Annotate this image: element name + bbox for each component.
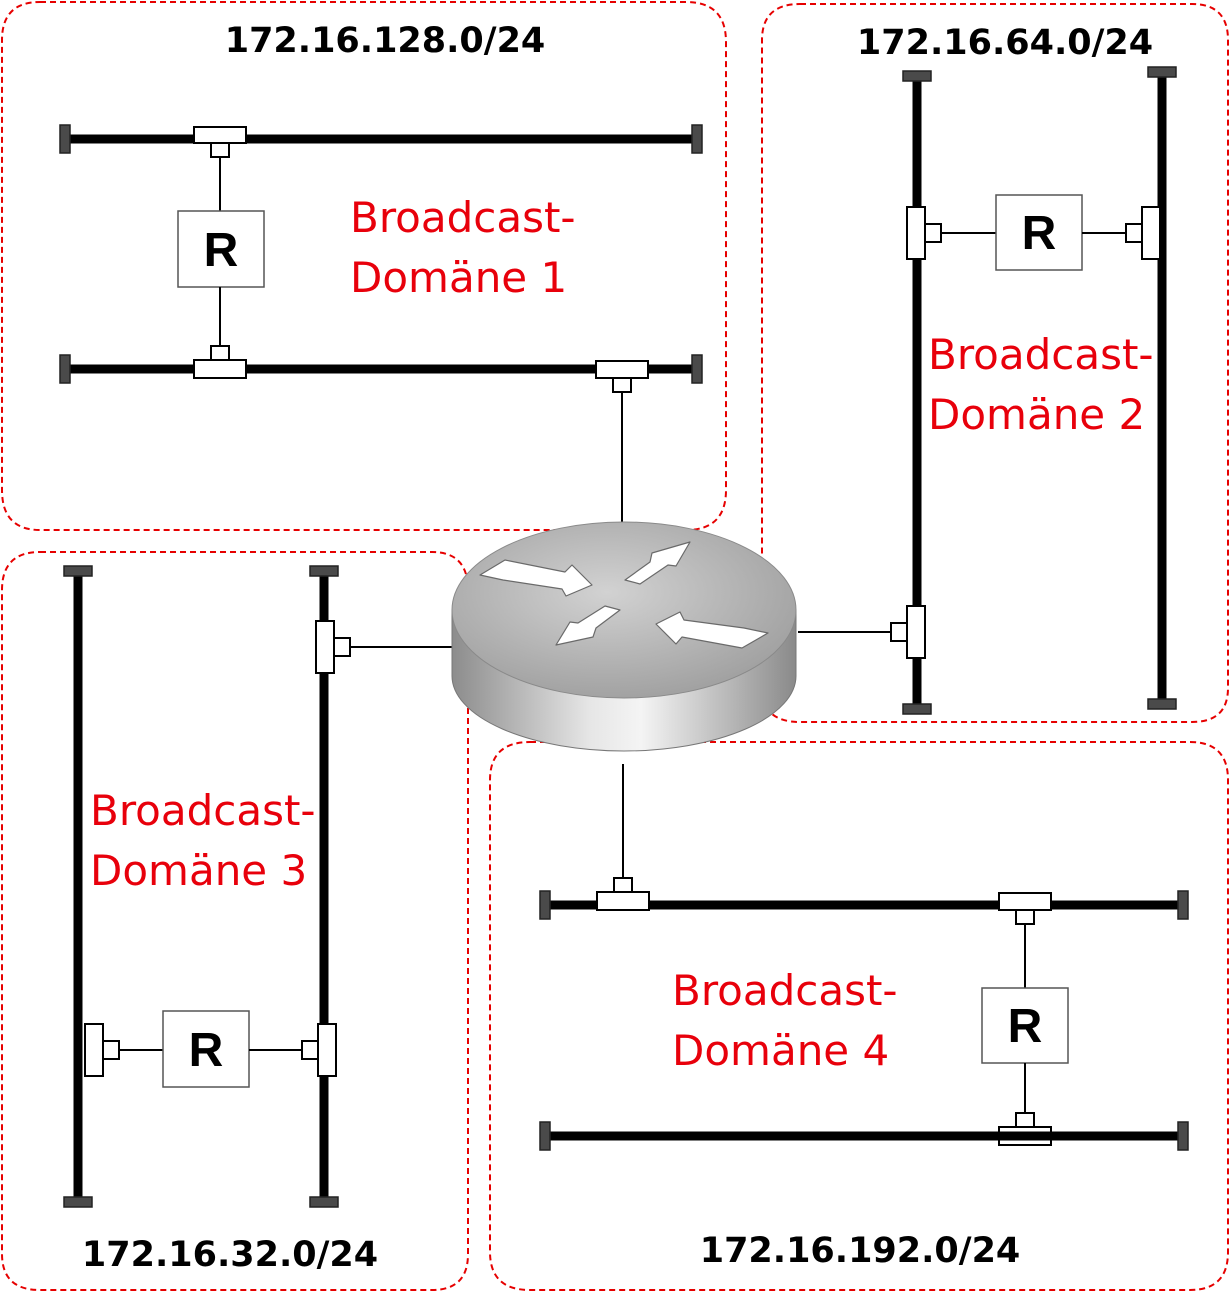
- bus-terminator: [1147, 698, 1177, 710]
- t-connector: [1015, 1112, 1035, 1128]
- bus-terminator: [1177, 1121, 1189, 1151]
- t-connector: [906, 605, 926, 659]
- region-border-domain-3: [1, 551, 469, 1291]
- bus-terminator: [1177, 890, 1189, 920]
- broadcast-domain-label: Broadcast-: [672, 966, 898, 1015]
- bus-terminator: [691, 354, 703, 384]
- repeater-label: R: [1022, 207, 1057, 260]
- t-connector: [84, 1023, 104, 1077]
- repeater-box: [981, 987, 1069, 1064]
- broadcast-domain-label: Broadcast-: [350, 193, 576, 242]
- repeater-label: R: [189, 1024, 224, 1077]
- broadcast-domain-label: Broadcast-: [90, 786, 316, 835]
- t-connector: [890, 622, 908, 642]
- broadcast-domain-label: Domäne 1: [350, 253, 567, 302]
- repeater-label: R: [1008, 1000, 1043, 1053]
- network-address-label: 172.16.32.0/24: [82, 1235, 378, 1275]
- domain-1-group: R 172.16.128.0/24 Broadcast- Domäne 1: [59, 21, 703, 526]
- bus-terminator: [902, 70, 932, 82]
- broadcast-domain-label: Domäne 3: [90, 846, 307, 895]
- t-connector: [193, 126, 247, 144]
- t-connector: [613, 877, 633, 893]
- t-connector: [595, 360, 649, 379]
- repeater-box: [162, 1010, 250, 1088]
- router-icon: [451, 521, 797, 752]
- bus-terminator: [539, 890, 551, 920]
- network-address-label: 172.16.192.0/24: [700, 1231, 1021, 1271]
- t-connector: [1125, 223, 1143, 243]
- bus-terminator: [539, 1121, 551, 1151]
- t-connector: [193, 359, 247, 379]
- region-border-domain-4: [489, 741, 1229, 1291]
- bus-terminator: [309, 1196, 339, 1208]
- domain-4-group: R 172.16.192.0/24 Broadcast- Domäne 4: [539, 764, 1189, 1271]
- bus-terminator: [1147, 66, 1177, 78]
- bus-terminator: [59, 124, 71, 154]
- t-connector: [301, 1040, 319, 1060]
- bus-terminator: [691, 124, 703, 154]
- network-address-label: 172.16.128.0/24: [225, 21, 546, 61]
- bus-terminator: [63, 565, 93, 577]
- broadcast-domain-label: Domäne 4: [672, 1026, 889, 1075]
- broadcast-domain-label: Broadcast-: [928, 330, 1154, 379]
- t-connector: [315, 620, 335, 674]
- t-connector: [102, 1040, 120, 1060]
- t-connector: [998, 892, 1052, 911]
- bus-terminator: [902, 703, 932, 715]
- t-connector: [924, 223, 942, 243]
- t-connector: [210, 142, 230, 158]
- broadcast-domain-label: Domäne 2: [928, 390, 1145, 439]
- repeater-label: R: [204, 224, 239, 277]
- network-address-label: 172.16.64.0/24: [857, 23, 1153, 63]
- t-connector: [1141, 206, 1161, 260]
- bus-terminator: [309, 565, 339, 577]
- bus-terminator: [63, 1196, 93, 1208]
- t-connector: [906, 206, 926, 260]
- t-connector: [1015, 909, 1035, 925]
- t-connector: [596, 891, 650, 911]
- region-border-domain-2: [761, 3, 1229, 723]
- t-connector: [612, 377, 632, 393]
- t-connector: [210, 345, 230, 361]
- repeater-box: [177, 210, 265, 288]
- t-connector: [333, 637, 351, 657]
- domain-2-group: R 172.16.64.0/24 Broadcast- Domäne 2: [798, 23, 1177, 715]
- t-connector: [317, 1023, 337, 1077]
- bus-terminator: [59, 354, 71, 384]
- domain-3-group: R 172.16.32.0/24 Broadcast- Domäne 3: [63, 565, 452, 1275]
